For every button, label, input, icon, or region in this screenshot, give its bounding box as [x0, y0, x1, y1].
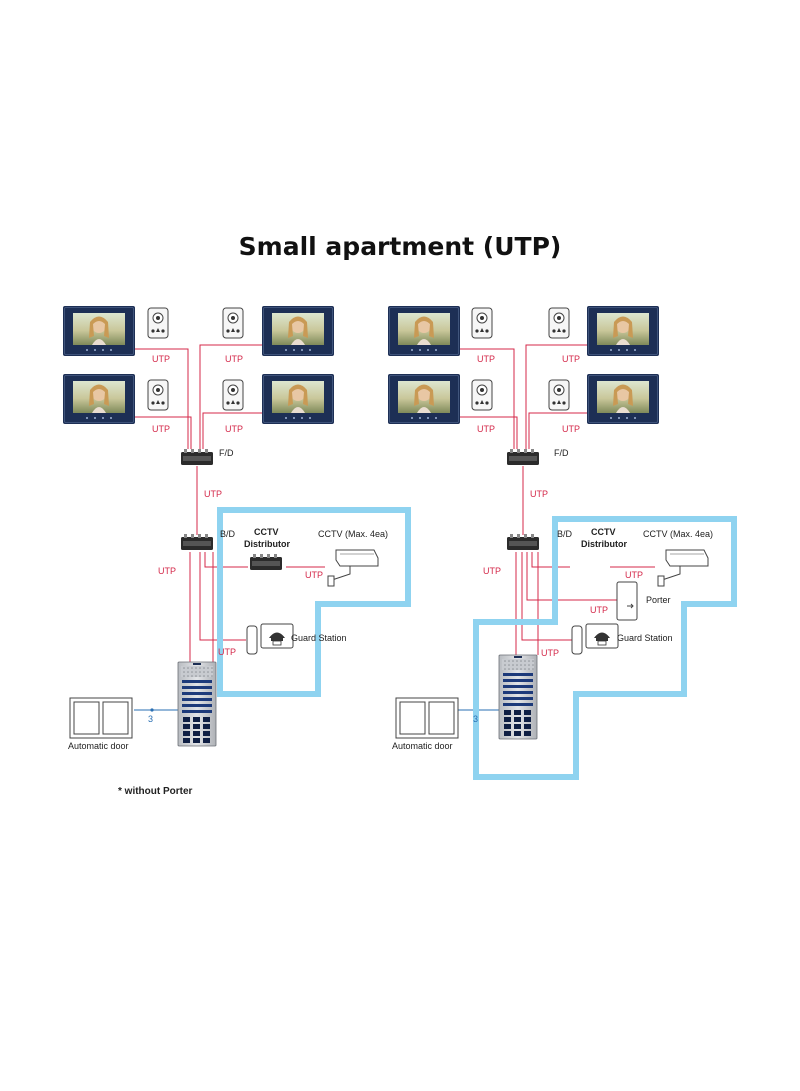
- door-wire-count: 3: [148, 714, 153, 724]
- utp-label: UTP: [590, 605, 608, 615]
- building-distributor-icon: [507, 534, 539, 550]
- utp-label: UTP: [152, 424, 170, 434]
- bd-label: B/D: [557, 529, 573, 539]
- cctv-camera-icon: [657, 549, 709, 587]
- guard-zone-outline: [217, 507, 411, 697]
- door-cable-dot: [150, 708, 154, 712]
- cctv-distributor-icon: [250, 554, 282, 570]
- utp-label: UTP: [477, 424, 495, 434]
- video-monitor-icon: [261, 373, 335, 425]
- automatic-door-label: Automatic door: [68, 741, 129, 751]
- floor-distributor-icon: [181, 449, 213, 465]
- cctv-camera-label: CCTV (Max. 4ea): [318, 529, 388, 539]
- automatic-door-icon: [395, 697, 459, 739]
- utp-label: UTP: [562, 424, 580, 434]
- left-diagram: UTP UTP UTP UTP UTP UTP UTP UTP F/D B/D …: [62, 305, 411, 797]
- utp-label: UTP: [305, 570, 323, 580]
- utp-label: UTP: [541, 648, 559, 658]
- video-monitor-icon: [261, 305, 335, 357]
- cctv-distributor-label: Distributor: [244, 539, 290, 549]
- entry-sensor-icon: [471, 379, 493, 411]
- video-monitor-icon: [586, 373, 660, 425]
- right-diagram: UTP UTP UTP UTP UTP UTP UTP UTP UTP F/D …: [387, 305, 737, 780]
- without-porter-note: * without Porter: [118, 786, 193, 797]
- entry-sensor-icon: [471, 307, 493, 339]
- porter-icon: [616, 581, 638, 621]
- fd-label: F/D: [554, 448, 569, 458]
- bd-label: B/D: [220, 529, 236, 539]
- cctv-camera-icon: [327, 549, 379, 587]
- entry-sensor-icon: [548, 379, 570, 411]
- entry-sensor-icon: [147, 307, 169, 339]
- utp-label: UTP: [530, 489, 548, 499]
- guard-zone-outline: [473, 516, 737, 780]
- page-title: Small apartment (UTP): [238, 232, 562, 261]
- utp-label: UTP: [225, 354, 243, 364]
- cctv-distributor-label: CCTV: [254, 527, 279, 537]
- utp-cabling: [135, 344, 325, 662]
- utp-label: UTP: [562, 354, 580, 364]
- guard-station-icon: [571, 623, 619, 655]
- utp-label: UTP: [477, 354, 495, 364]
- utp-label: UTP: [218, 647, 236, 657]
- cctv-camera-label: CCTV (Max. 4ea): [643, 529, 713, 539]
- floor-distributor-icon: [507, 449, 539, 465]
- cctv-distributor-label: Distributor: [581, 539, 627, 549]
- guard-station-label: Guard Station: [291, 633, 347, 643]
- entry-sensor-icon: [222, 307, 244, 339]
- utp-label: UTP: [483, 566, 501, 576]
- video-monitor-icon: [387, 373, 461, 425]
- utp-label: UTP: [625, 570, 643, 580]
- automatic-door-icon: [69, 697, 133, 739]
- utp-label: UTP: [158, 566, 176, 576]
- video-monitor-icon: [387, 305, 461, 357]
- entry-sensor-icon: [222, 379, 244, 411]
- door-wire-count: 3: [473, 714, 478, 724]
- utp-cabling: [460, 344, 655, 655]
- utp-label: UTP: [152, 354, 170, 364]
- entry-sensor-icon: [147, 379, 169, 411]
- utp-label: UTP: [204, 489, 222, 499]
- video-monitor-icon: [62, 373, 136, 425]
- guard-station-icon: [246, 623, 294, 655]
- cctv-distributor-label: CCTV: [591, 527, 616, 537]
- video-monitor-icon: [586, 305, 660, 357]
- video-monitor-icon: [62, 305, 136, 357]
- porter-label: Porter: [646, 595, 671, 605]
- door-panel-icon: [177, 661, 217, 747]
- automatic-door-label: Automatic door: [392, 741, 453, 751]
- building-distributor-icon: [181, 534, 213, 550]
- door-panel-icon: [498, 654, 538, 740]
- utp-label: UTP: [225, 424, 243, 434]
- fd-label: F/D: [219, 448, 234, 458]
- entry-sensor-icon: [548, 307, 570, 339]
- guard-station-label: Guard Station: [617, 633, 673, 643]
